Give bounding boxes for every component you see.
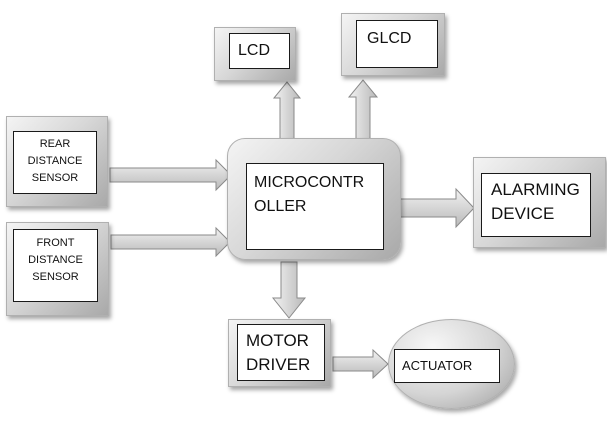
arrow-motor-to-actuator	[332, 348, 389, 380]
rear-sensor-line-1: REAR	[39, 138, 71, 150]
arrow-mcu-to-motor	[271, 261, 307, 319]
motor-driver-line-1: MOTOR	[246, 331, 309, 350]
rear-sensor-line-2: DISTANCE	[27, 155, 83, 167]
front-sensor-line-3: SENSOR	[32, 271, 79, 283]
lcd-label: LCD	[238, 42, 271, 59]
glcd-box: GLCD	[356, 20, 438, 68]
microcontroller-line-2: OLLER	[254, 198, 307, 215]
front-sensor-box: FRONT DISTANCE SENSOR	[13, 229, 98, 302]
microcontroller-box: MICROCONTR OLLER	[246, 163, 384, 250]
arrow-front-to-mcu	[110, 226, 231, 258]
arrow-mcu-to-alarm	[399, 187, 475, 229]
arrow-mcu-to-glcd	[347, 79, 379, 141]
lcd-box: LCD	[229, 33, 290, 69]
front-sensor-line-2: DISTANCE	[28, 254, 83, 266]
rear-sensor-box: REAR DISTANCE SENSOR	[13, 131, 97, 194]
glcd-label: GLCD	[367, 30, 412, 47]
rear-sensor-line-3: SENSOR	[31, 172, 79, 184]
alarming-device-line-2: DEVICE	[491, 204, 555, 223]
alarming-device-line-1: ALARMING	[491, 180, 580, 199]
microcontroller-line-1: MICROCONTR	[254, 174, 365, 191]
motor-driver-line-2: DRIVER	[246, 355, 311, 374]
front-sensor-line-1: FRONT	[36, 237, 75, 249]
alarming-device-box: ALARMING DEVICE	[481, 173, 591, 237]
motor-driver-box: MOTOR DRIVER	[237, 324, 325, 381]
actuator-box: ACTUATOR	[394, 349, 500, 383]
actuator-label: ACTUATOR	[402, 358, 473, 373]
arrow-mcu-to-lcd	[272, 81, 302, 141]
arrow-rear-to-mcu	[109, 158, 232, 192]
